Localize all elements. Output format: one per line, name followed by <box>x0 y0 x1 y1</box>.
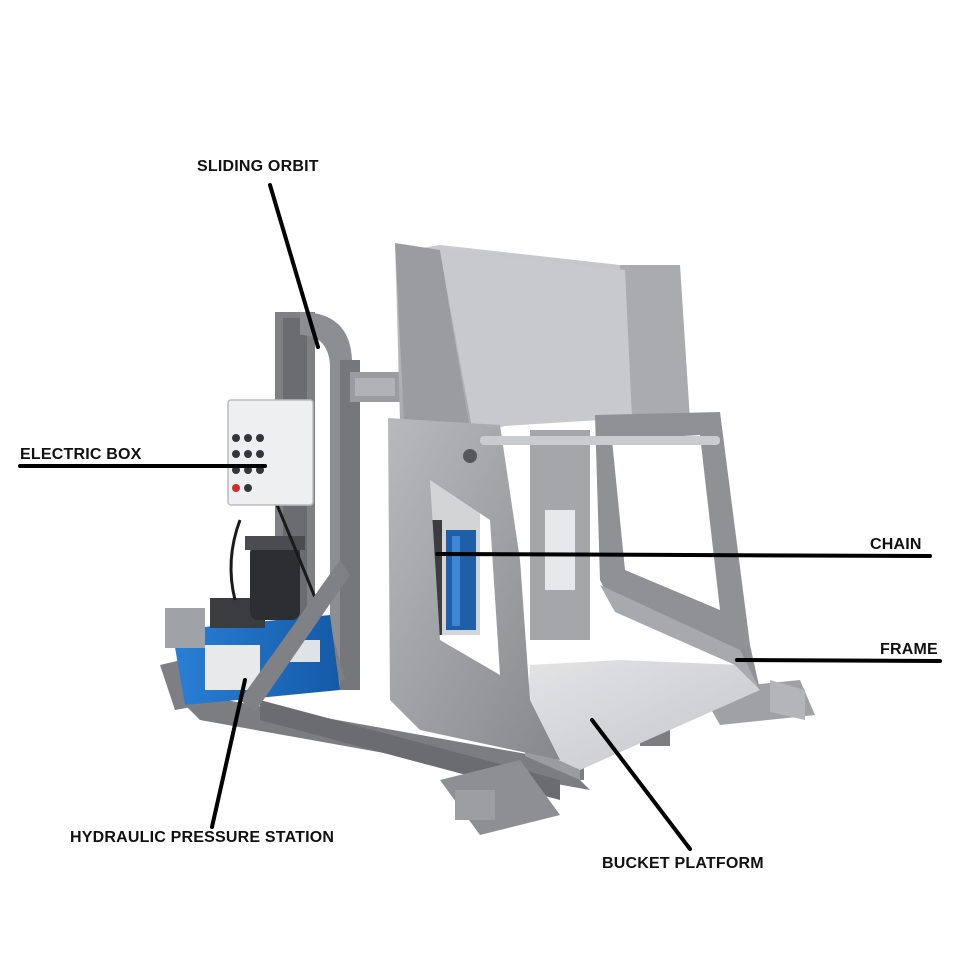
electric-box-label: ELECTRIC BOX <box>20 446 142 464</box>
frame-leader <box>737 660 940 661</box>
chain-leader <box>437 554 930 556</box>
chain-label: CHAIN <box>870 536 922 554</box>
bucket-body <box>395 243 690 440</box>
pivot-bolt <box>463 449 477 463</box>
electric-box <box>228 400 313 505</box>
bucket-platform-label: BUCKET PLATFORM <box>602 855 764 873</box>
frame-label: FRAME <box>880 641 938 659</box>
sliding-orbit-label: SLIDING ORBIT <box>197 158 319 176</box>
hydraulic-station-label: HYDRAULIC PRESSURE STATION <box>70 829 334 847</box>
cross-bar <box>480 436 720 445</box>
